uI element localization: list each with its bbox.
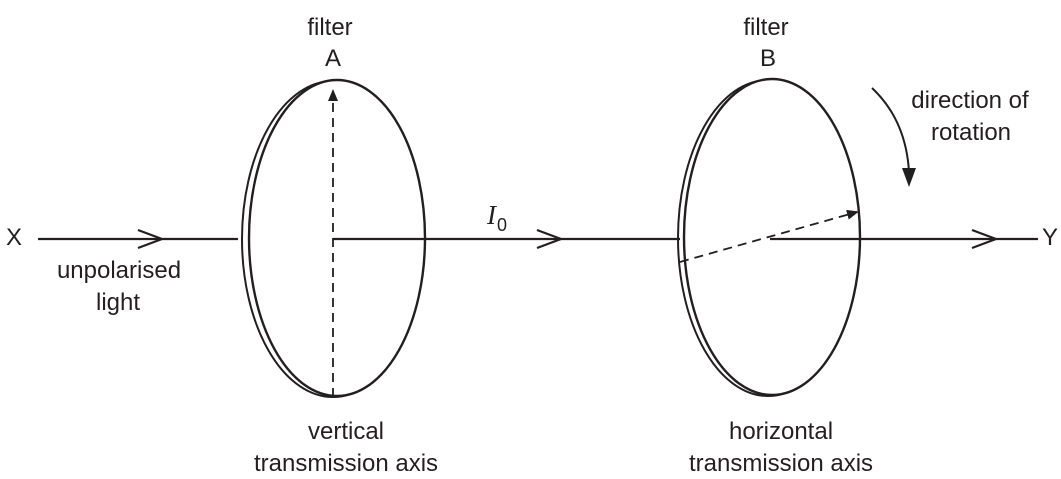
filter-b-letter: B: [759, 45, 777, 72]
rotation-label-line2: rotation: [930, 119, 1012, 146]
filter-a-axis-label-line2: transmission axis: [253, 450, 439, 477]
intensity-label: I0: [487, 200, 508, 235]
rotation-arrowhead: [902, 168, 916, 187]
rotation-arrow: [871, 87, 910, 173]
point-x-label: X: [6, 224, 23, 251]
filter-a-title: filter: [307, 14, 353, 41]
rotation-label-line1: direction of: [911, 87, 1029, 114]
filter-b: [677, 77, 862, 397]
beam-arrow-3: [971, 228, 1000, 250]
intensity-subscript: 0: [497, 215, 508, 235]
input-light-label-line2: light: [95, 289, 141, 316]
filter-b-rotated-axis: [679, 209, 859, 263]
intensity-symbol: I: [487, 200, 496, 230]
filter-b-axis-label-line2: transmission axis: [688, 450, 874, 477]
filter-b-front-rim: [682, 77, 862, 397]
filter-b-axis-label-line1: horizontal: [728, 418, 834, 445]
filter-a-letter: A: [324, 45, 342, 72]
input-light-label-line1: unpolarised: [56, 257, 182, 284]
beam-arrow-1: [137, 228, 166, 250]
filter-a-axis-label-line1: vertical: [307, 418, 385, 445]
filter-b-title: filter: [743, 14, 789, 41]
beam-arrow-2: [536, 228, 565, 250]
point-y-label: Y: [1042, 224, 1059, 251]
